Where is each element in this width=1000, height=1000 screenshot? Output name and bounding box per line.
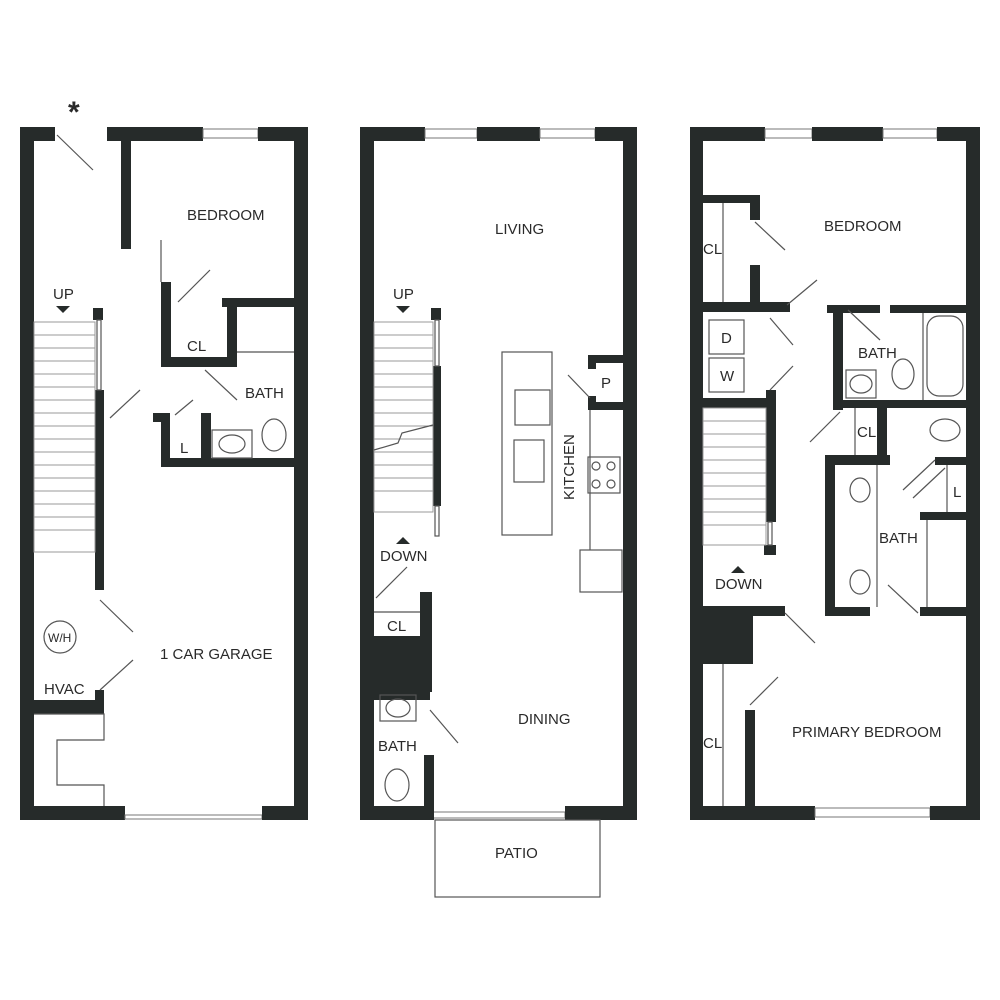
arrow-down-icon bbox=[396, 306, 410, 313]
toilet-icon bbox=[261, 418, 287, 452]
label-dryer: D bbox=[721, 330, 732, 347]
bath-fixtures bbox=[379, 694, 417, 802]
label-garage: 1 CAR GARAGE bbox=[160, 646, 273, 663]
label-down: DOWN bbox=[715, 576, 763, 593]
label-bath-2: BATH bbox=[879, 530, 918, 547]
sink-icon bbox=[849, 569, 871, 595]
walls bbox=[690, 127, 980, 820]
stove-icon bbox=[587, 456, 621, 494]
window bbox=[882, 128, 938, 139]
sink-icon bbox=[845, 369, 877, 399]
bathtub-icon bbox=[926, 315, 964, 397]
toilet-icon bbox=[891, 358, 915, 390]
dryer-icon bbox=[708, 319, 745, 355]
staircase bbox=[702, 407, 767, 546]
laundry bbox=[708, 319, 745, 393]
bath-fixtures bbox=[845, 315, 964, 595]
garage-door bbox=[124, 814, 263, 820]
doors bbox=[375, 374, 591, 744]
patio-outline bbox=[434, 819, 601, 898]
staircase bbox=[33, 321, 96, 553]
label-kitchen: KITCHEN bbox=[561, 434, 578, 500]
window bbox=[814, 807, 931, 818]
toilet-icon bbox=[384, 768, 410, 802]
arrow-up-icon bbox=[396, 537, 410, 544]
label-closet: CL bbox=[187, 338, 206, 355]
label-bedroom: BEDROOM bbox=[824, 218, 902, 235]
label-bedroom: BEDROOM bbox=[187, 207, 265, 224]
label-primary-bedroom: PRIMARY BEDROOM bbox=[792, 724, 941, 741]
label-linen: L bbox=[180, 440, 188, 457]
ground-floor-plan: * bbox=[20, 96, 308, 820]
main-floor-plan: LIVING UP P KITCHEN DOWN CL DINING BATH … bbox=[360, 127, 637, 898]
window bbox=[202, 128, 259, 139]
label-linen: L bbox=[953, 484, 961, 501]
label-pantry: P bbox=[601, 375, 611, 392]
label-closet-2: CL bbox=[857, 424, 876, 441]
washer-icon bbox=[708, 357, 745, 393]
label-bath: BATH bbox=[378, 738, 417, 755]
refrigerator-icon bbox=[579, 549, 623, 593]
toilet-icon bbox=[929, 418, 961, 442]
label-patio: PATIO bbox=[495, 845, 538, 862]
sink-icon bbox=[849, 477, 871, 503]
label-bath-1: BATH bbox=[858, 345, 897, 362]
window bbox=[764, 128, 813, 139]
label-bath: BATH bbox=[245, 385, 284, 402]
arrow-down-icon bbox=[56, 306, 70, 313]
label-dining: DINING bbox=[518, 711, 571, 728]
sink-icon bbox=[379, 694, 417, 722]
water-heater-icon bbox=[43, 620, 77, 654]
doors bbox=[56, 134, 238, 691]
label-down: DOWN bbox=[380, 548, 428, 565]
fixtures bbox=[34, 418, 287, 806]
label-closet-3: CL bbox=[703, 735, 722, 752]
upper-floor-plan: CL BEDROOM D W BATH CL L BATH DOWN CL PR… bbox=[690, 127, 980, 820]
label-up: UP bbox=[393, 286, 414, 303]
kitchen-fixtures bbox=[501, 351, 623, 593]
window bbox=[424, 128, 478, 139]
sink-icon bbox=[513, 439, 545, 483]
sliding-door bbox=[432, 811, 566, 819]
entry-marker: * bbox=[68, 96, 80, 129]
doors bbox=[749, 221, 946, 706]
kitchen-island bbox=[501, 351, 553, 536]
staircase bbox=[373, 321, 434, 513]
label-hvac: HVAC bbox=[44, 681, 85, 698]
walls bbox=[360, 127, 637, 820]
label-closet-1: CL bbox=[703, 241, 722, 258]
window bbox=[539, 128, 596, 139]
label-washer: W bbox=[720, 368, 735, 385]
arrow-up-icon bbox=[731, 566, 745, 573]
label-up: UP bbox=[53, 286, 74, 303]
label-closet: CL bbox=[387, 618, 406, 635]
label-water-heater: W/H bbox=[48, 631, 71, 645]
walls bbox=[20, 127, 308, 820]
sink-icon bbox=[211, 429, 253, 459]
label-living: LIVING bbox=[495, 221, 544, 238]
